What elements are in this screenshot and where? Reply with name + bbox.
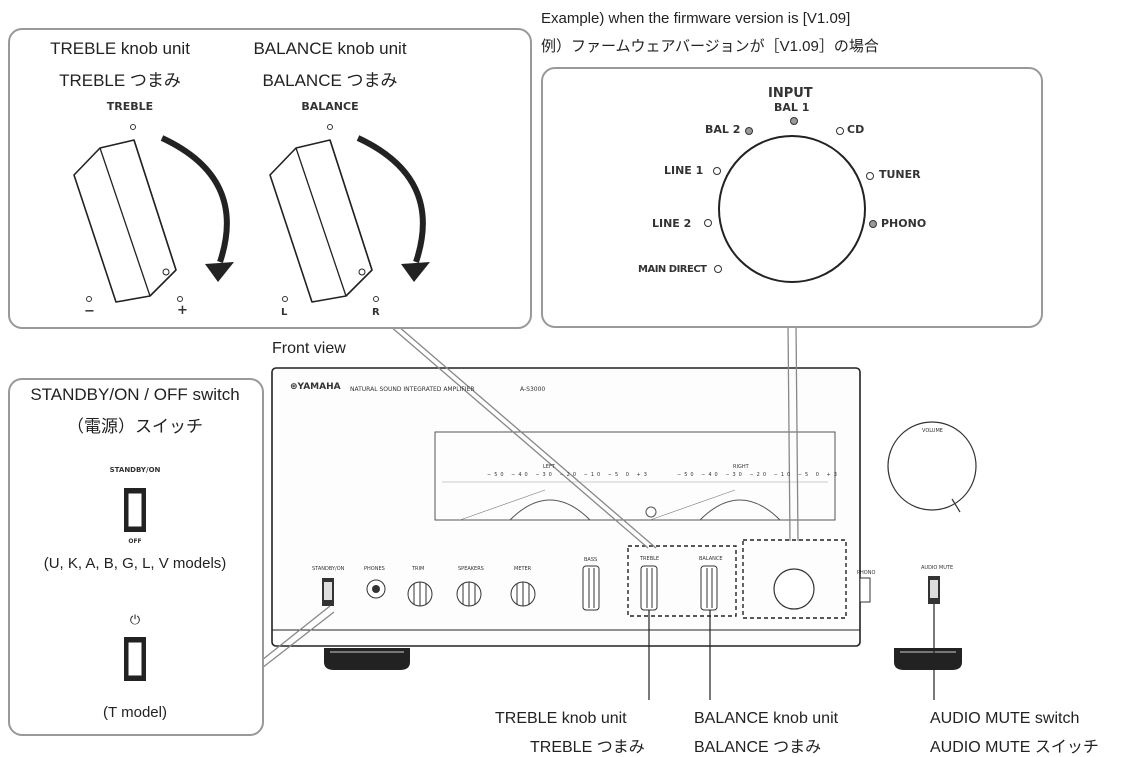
amp-phono-label: PHONO — [857, 570, 875, 576]
input-item-bal2: BAL 2 — [705, 123, 740, 136]
amplifier-body — [272, 368, 860, 646]
balance-panel-label: BALANCE — [285, 100, 375, 113]
meter-left-label: LEFT — [543, 464, 555, 470]
amp-balance-label: BALANCE — [699, 556, 723, 562]
input-item-cd: CD — [847, 123, 864, 136]
amp-model: A-S3000 — [520, 386, 545, 393]
input-title: INPUT — [768, 86, 813, 101]
power-icon: ⏻ — [115, 612, 155, 628]
standby-models-2: (T model) — [10, 704, 260, 721]
input-item-main-direct: MAIN DIRECT — [638, 264, 706, 275]
speakers-label: SPEAKERS — [458, 566, 484, 572]
front-view-label: Front view — [272, 340, 346, 358]
treble-minus-label: − — [84, 304, 95, 319]
treble-callout-en: TREBLE knob unit — [35, 39, 205, 59]
firmware-example-en: Example) when the firmware version is [V… — [541, 10, 850, 27]
trim-label: TRIM — [412, 566, 424, 572]
standby-callout-jp: （電源）スイッチ — [10, 412, 260, 437]
bottom-balance-jp: BALANCE つまみ — [694, 733, 821, 757]
amp-brand: ⊛YAMAHA — [290, 382, 341, 392]
amp-tagline: NATURAL SOUND INTEGRATED AMPLIFIER — [350, 386, 475, 393]
standby-models-1: (U, K, A, B, G, L, V models) — [10, 555, 260, 572]
input-item-tuner: TUNER — [879, 168, 921, 181]
bass-label: BASS — [584, 557, 597, 563]
balance-left-label: L — [281, 307, 287, 318]
phones-label: PHONES — [364, 566, 385, 572]
input-item-phono: PHONO — [881, 217, 926, 230]
bottom-mute-jp: AUDIO MUTE スイッチ — [930, 733, 1099, 757]
balance-callout-en: BALANCE knob unit — [235, 39, 425, 59]
meter-label: METER — [514, 566, 531, 572]
standby-panel-top: STANDBY/ON — [90, 466, 180, 474]
input-item-bal1: BAL 1 — [774, 101, 809, 114]
amp-standby-label: STANDBY/ON — [312, 566, 344, 572]
amp-balance-knob — [701, 566, 717, 610]
standby-panel-bottom: OFF — [115, 538, 155, 545]
balance-callout-jp: BALANCE つまみ — [235, 66, 425, 91]
volume-knob — [888, 422, 976, 510]
meter-scale-left: −50 −40 −30 −20 −10 −5 0 +3 — [487, 472, 650, 478]
amp-treble-knob — [641, 566, 657, 610]
amp-audio-mute-label: AUDIO MUTE — [921, 565, 953, 571]
bottom-mute-en: AUDIO MUTE switch — [930, 710, 1079, 728]
input-item-line1: LINE 1 — [664, 164, 703, 177]
meter-scale-right: −50 −40 −30 −20 −10 −5 0 +3 — [677, 472, 840, 478]
amp-treble-label: TREBLE — [640, 556, 659, 562]
firmware-example-jp: 例）ファームウェアバージョンが［V1.09］の場合 — [541, 35, 879, 56]
input-item-line2: LINE 2 — [652, 217, 691, 230]
standby-callout-en: STANDBY/ON / OFF switch — [10, 385, 260, 405]
bottom-balance-en: BALANCE knob unit — [694, 710, 838, 728]
treble-plus-label: + — [177, 303, 188, 318]
bass-knob — [583, 566, 599, 610]
bottom-treble-jp: TREBLE つまみ — [530, 733, 645, 757]
balance-right-label: R — [372, 307, 380, 318]
meter-right-label: RIGHT — [733, 464, 749, 470]
bottom-treble-en: TREBLE knob unit — [495, 710, 627, 728]
phono-switch — [860, 578, 870, 602]
volume-label: VOLUME — [922, 428, 943, 434]
treble-panel-label: TREBLE — [90, 100, 170, 113]
amp-input-knob — [774, 569, 814, 609]
treble-callout-jp: TREBLE つまみ — [35, 66, 205, 91]
